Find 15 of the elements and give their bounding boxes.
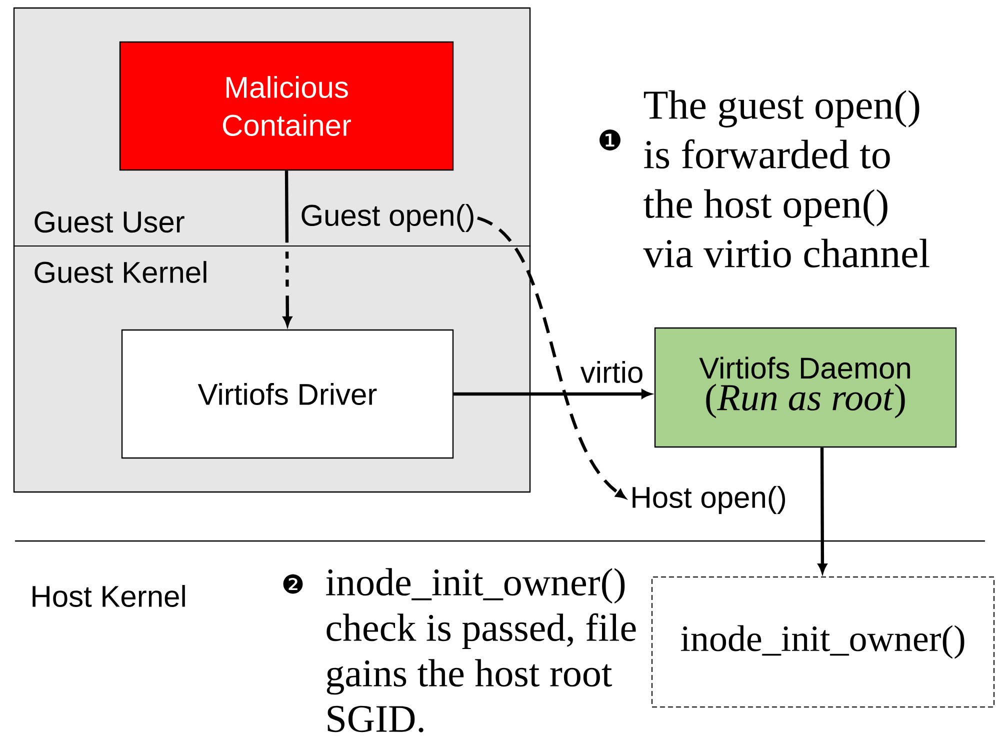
callout-number: ❷: [283, 574, 303, 594]
driver-box: Virtiofs Driver: [121, 329, 454, 459]
daemon-box: Virtiofs Daemon (Run as root): [654, 327, 957, 448]
call-label: Guest open(): [302, 204, 474, 232]
arrow: [476, 216, 626, 498]
function-box: inode_init_owner(): [652, 576, 994, 708]
layer-label: Guest Kernel: [34, 260, 206, 284]
edge-label: virtio: [579, 360, 645, 384]
callout-number: ❶: [600, 130, 620, 150]
call-label: Host open(): [632, 486, 786, 514]
container-box: Malicious Container: [119, 41, 454, 171]
note-text: inode_init_owner() check is passed, file gains the host root SGID.: [326, 568, 636, 732]
note-text: The guest open() is forwarded to the host open() via virtio channel: [643, 90, 930, 268]
layer-label: Host Kernel: [32, 584, 185, 608]
layer-label: Guest User: [34, 211, 184, 233]
